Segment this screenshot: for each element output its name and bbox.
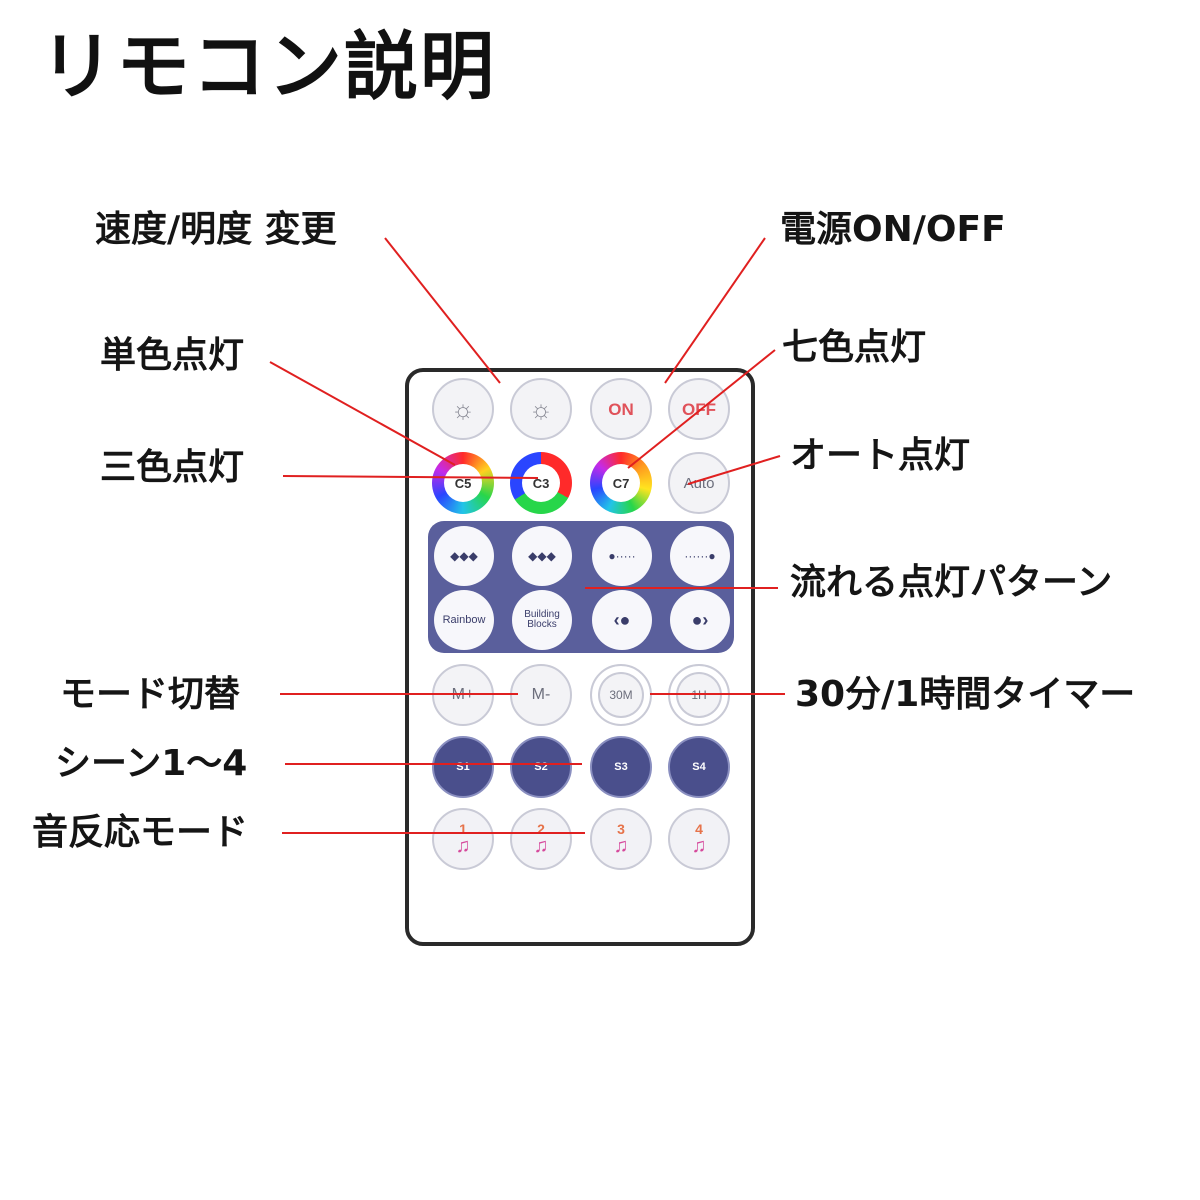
- timer-30min-button[interactable]: 30M: [590, 664, 652, 726]
- sound-mode-3-label: 3: [617, 821, 625, 837]
- sound-mode-3-button[interactable]: 3 ♫: [590, 808, 652, 870]
- sound-mode-4-label: 4: [695, 821, 703, 837]
- c3-label: C3: [522, 464, 560, 502]
- label-scene: シーン1〜4: [55, 743, 248, 784]
- sun-icon: ☼: [451, 394, 475, 424]
- scene-4-button[interactable]: S4: [668, 736, 730, 798]
- label-power: 電源ON/OFF: [780, 209, 1006, 250]
- flow-right-button[interactable]: ●›: [670, 590, 730, 650]
- label-speed-brightness: 速度/明度 変更: [95, 209, 337, 250]
- speed-brightness-up-button[interactable]: ☼: [510, 378, 572, 440]
- sound-mode-1-label: 1: [459, 821, 467, 837]
- sound-mode-2-button[interactable]: 2 ♫: [510, 808, 572, 870]
- rainbow-button[interactable]: Rainbow: [434, 590, 494, 650]
- power-on-button[interactable]: ON: [590, 378, 652, 440]
- leader-line-seven: [627, 349, 776, 469]
- label-sound-mode: 音反応モード: [32, 812, 249, 853]
- speed-brightness-down-button[interactable]: ☼: [432, 378, 494, 440]
- label-mode-switch: モード切替: [60, 674, 241, 715]
- flow-pattern-button-2[interactable]: ◆◆◆: [512, 526, 572, 586]
- page-title: リモコン説明: [40, 24, 496, 110]
- power-off-button[interactable]: OFF: [668, 378, 730, 440]
- leader-line-power: [664, 237, 766, 384]
- flow-left-button[interactable]: ‹●: [592, 590, 652, 650]
- mode-minus-button[interactable]: M-: [510, 664, 572, 726]
- leader-line-speed: [384, 237, 501, 384]
- building-blocks-button[interactable]: Building Blocks: [512, 590, 572, 650]
- sound-mode-2-label: 2: [537, 821, 545, 837]
- music-note-icon: ♫: [533, 835, 549, 857]
- scene-4-label: S4: [692, 760, 706, 773]
- scene-2-label: S2: [534, 760, 548, 773]
- label-three-color: 三色点灯: [100, 447, 245, 488]
- flow-pattern-button-4[interactable]: ······●: [670, 526, 730, 586]
- scene-2-button[interactable]: S2: [510, 736, 572, 798]
- leader-line-auto: [687, 455, 781, 485]
- leader-line-single: [269, 361, 456, 466]
- scene-1-button[interactable]: S1: [432, 736, 494, 798]
- scene-1-label: S1: [456, 760, 470, 773]
- seven-color-c7-button[interactable]: C7: [590, 452, 652, 514]
- c5-label: C5: [444, 464, 482, 502]
- sound-mode-4-button[interactable]: 4 ♫: [668, 808, 730, 870]
- scene-3-label: S3: [614, 760, 628, 773]
- sound-mode-1-button[interactable]: 1 ♫: [432, 808, 494, 870]
- label-seven-color: 七色点灯: [782, 327, 927, 368]
- label-single-color: 単色点灯: [100, 335, 245, 376]
- c7-label: C7: [602, 464, 640, 502]
- label-auto: オート点灯: [790, 435, 971, 476]
- label-timer: 30分/1時間タイマー: [795, 674, 1136, 715]
- three-color-c3-button[interactable]: C3: [510, 452, 572, 514]
- flow-pattern-button-1[interactable]: ◆◆◆: [434, 526, 494, 586]
- label-flow-pattern: 流れる点灯パターン: [790, 562, 1113, 603]
- single-color-c5-button[interactable]: C5: [432, 452, 494, 514]
- sun-icon: ☼: [529, 394, 553, 424]
- leader-line-three: [282, 475, 539, 479]
- music-note-icon: ♫: [613, 835, 629, 857]
- flow-pattern-button-3[interactable]: ●·····: [592, 526, 652, 586]
- scene-3-button[interactable]: S3: [590, 736, 652, 798]
- music-note-icon: ♫: [691, 835, 707, 857]
- music-note-icon: ♫: [455, 835, 471, 857]
